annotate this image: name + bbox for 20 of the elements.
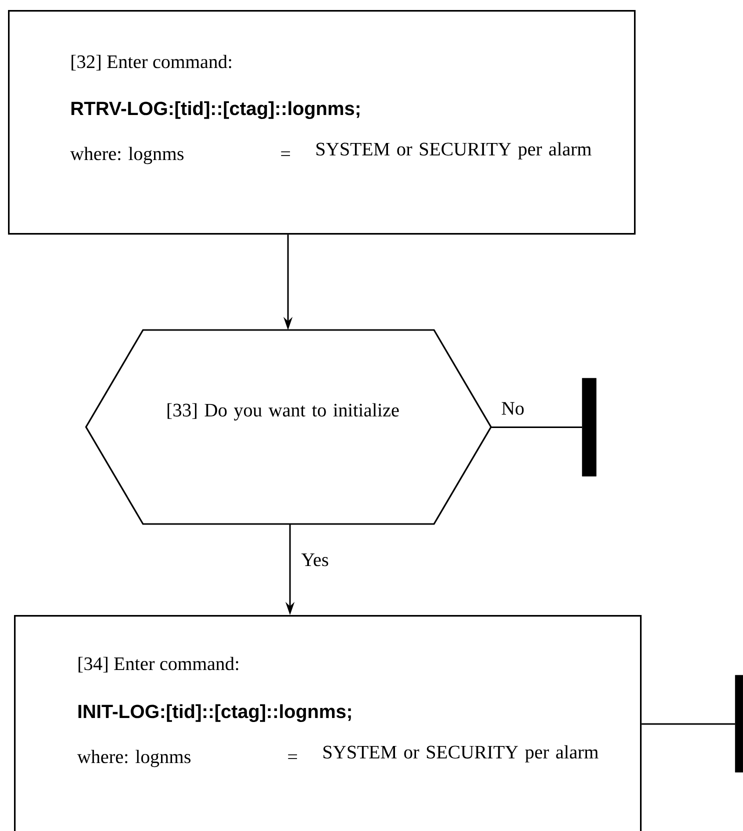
equals-sign: = bbox=[281, 151, 290, 156]
decision-hexagon bbox=[85, 329, 492, 525]
parameter-values: SYSTEM or SECURITY per alarm bbox=[323, 745, 598, 762]
connector-line bbox=[491, 426, 582, 428]
connector-line bbox=[642, 723, 735, 725]
command-text: INIT-LOG:[tid]::[ctag]::lognms; bbox=[78, 704, 351, 722]
step-heading: [34] Enter command: bbox=[78, 656, 238, 673]
step-heading: [32] Enter command: bbox=[72, 54, 232, 71]
end-bar bbox=[735, 675, 743, 772]
parameter-name: where: lognms bbox=[70, 146, 184, 164]
equals-sign: = bbox=[288, 754, 297, 760]
parameter-name: where: lognms bbox=[77, 750, 190, 768]
command-box bbox=[8, 10, 636, 235]
question-text: [33] Do you want to initialize bbox=[168, 403, 399, 420]
parameter-values: SYSTEM or SECURITY per alarm bbox=[316, 142, 592, 160]
command-box bbox=[14, 615, 642, 831]
command-text: RTRV-LOG:[tid]::[ctag]::lognms; bbox=[71, 101, 360, 120]
end-bar bbox=[582, 378, 596, 476]
edge-label: No bbox=[502, 402, 524, 415]
edge-label: Yes bbox=[301, 554, 328, 566]
